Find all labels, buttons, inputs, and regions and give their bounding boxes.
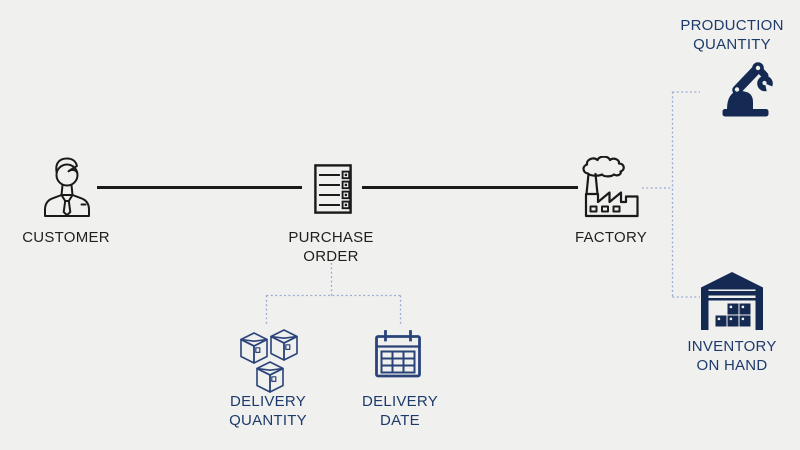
delivery-quantity-label-line2: QUANTITY — [229, 412, 307, 429]
purchase-order-label: PURCHASE ORDER — [288, 228, 373, 266]
inventory-on-hand-label-line1: INVENTORY — [687, 338, 777, 355]
production-quantity-label: PRODUCTION QUANTITY — [680, 16, 783, 54]
calendar-icon — [374, 330, 422, 383]
delivery-date-label: DELIVERY DATE — [362, 392, 438, 430]
businessman-icon — [41, 156, 93, 223]
production-quantity-label-line1: PRODUCTION — [680, 17, 784, 34]
production-quantity-label-line2: QUANTITY — [693, 36, 771, 53]
factory-icon — [576, 155, 642, 223]
purchase-order-label-line2: ORDER — [303, 248, 359, 265]
warehouse-icon — [701, 272, 763, 335]
factory-label: FACTORY — [574, 229, 648, 246]
robot-arm-icon — [721, 56, 775, 123]
delivery-quantity-label-line1: DELIVERY — [230, 393, 306, 410]
inventory-on-hand-label-line2: ON HAND — [696, 357, 768, 374]
dotted-connector-factory-branches — [642, 91, 700, 298]
delivery-quantity-label: DELIVERY QUANTITY — [229, 392, 307, 430]
inventory-on-hand-label: INVENTORY ON HAND — [687, 337, 776, 375]
dotted-connector-po-branches — [265, 263, 402, 324]
customer-label: CUSTOMER — [22, 229, 110, 246]
order-checklist-icon — [314, 164, 352, 219]
delivery-date-label-line1: DELIVERY — [362, 393, 438, 410]
shipping-boxes-icon — [238, 328, 300, 399]
delivery-date-label-line2: DATE — [380, 412, 420, 429]
purchase-order-label-line1: PURCHASE — [288, 229, 374, 246]
